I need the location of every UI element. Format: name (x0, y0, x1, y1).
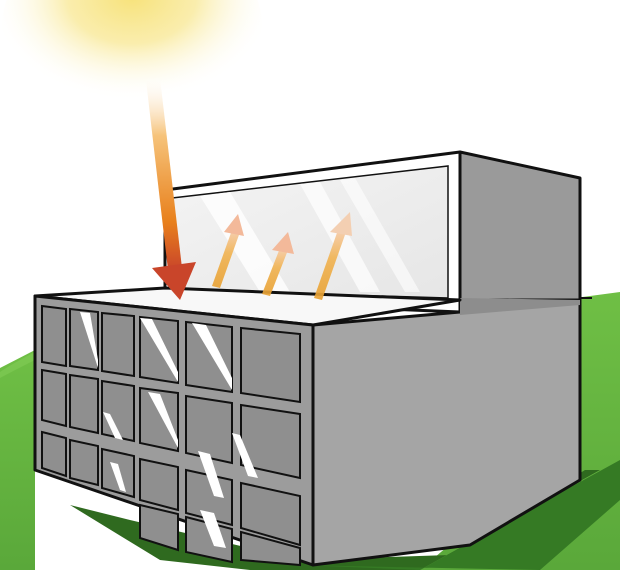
reflected-heat-arrow-icon (212, 214, 244, 288)
upper-block (163, 150, 582, 314)
window (185, 320, 233, 394)
window (41, 304, 67, 368)
front-windows (41, 304, 301, 567)
window-reflections (80, 312, 258, 548)
window (139, 503, 179, 552)
window (240, 530, 301, 567)
window (185, 394, 233, 465)
window (69, 373, 99, 435)
sun-icon (2, 0, 262, 120)
building-shadow-side (300, 460, 620, 570)
window (139, 457, 179, 512)
window (240, 326, 301, 404)
window (101, 311, 135, 378)
window (240, 481, 301, 547)
window (41, 368, 67, 428)
incoming-sunlight-arrow-icon (146, 78, 196, 300)
reflected-heat-arrow-icon (262, 232, 294, 296)
window (69, 438, 99, 487)
window (41, 430, 67, 478)
window (139, 386, 179, 453)
reflected-heat-arrow-icon (314, 212, 352, 300)
